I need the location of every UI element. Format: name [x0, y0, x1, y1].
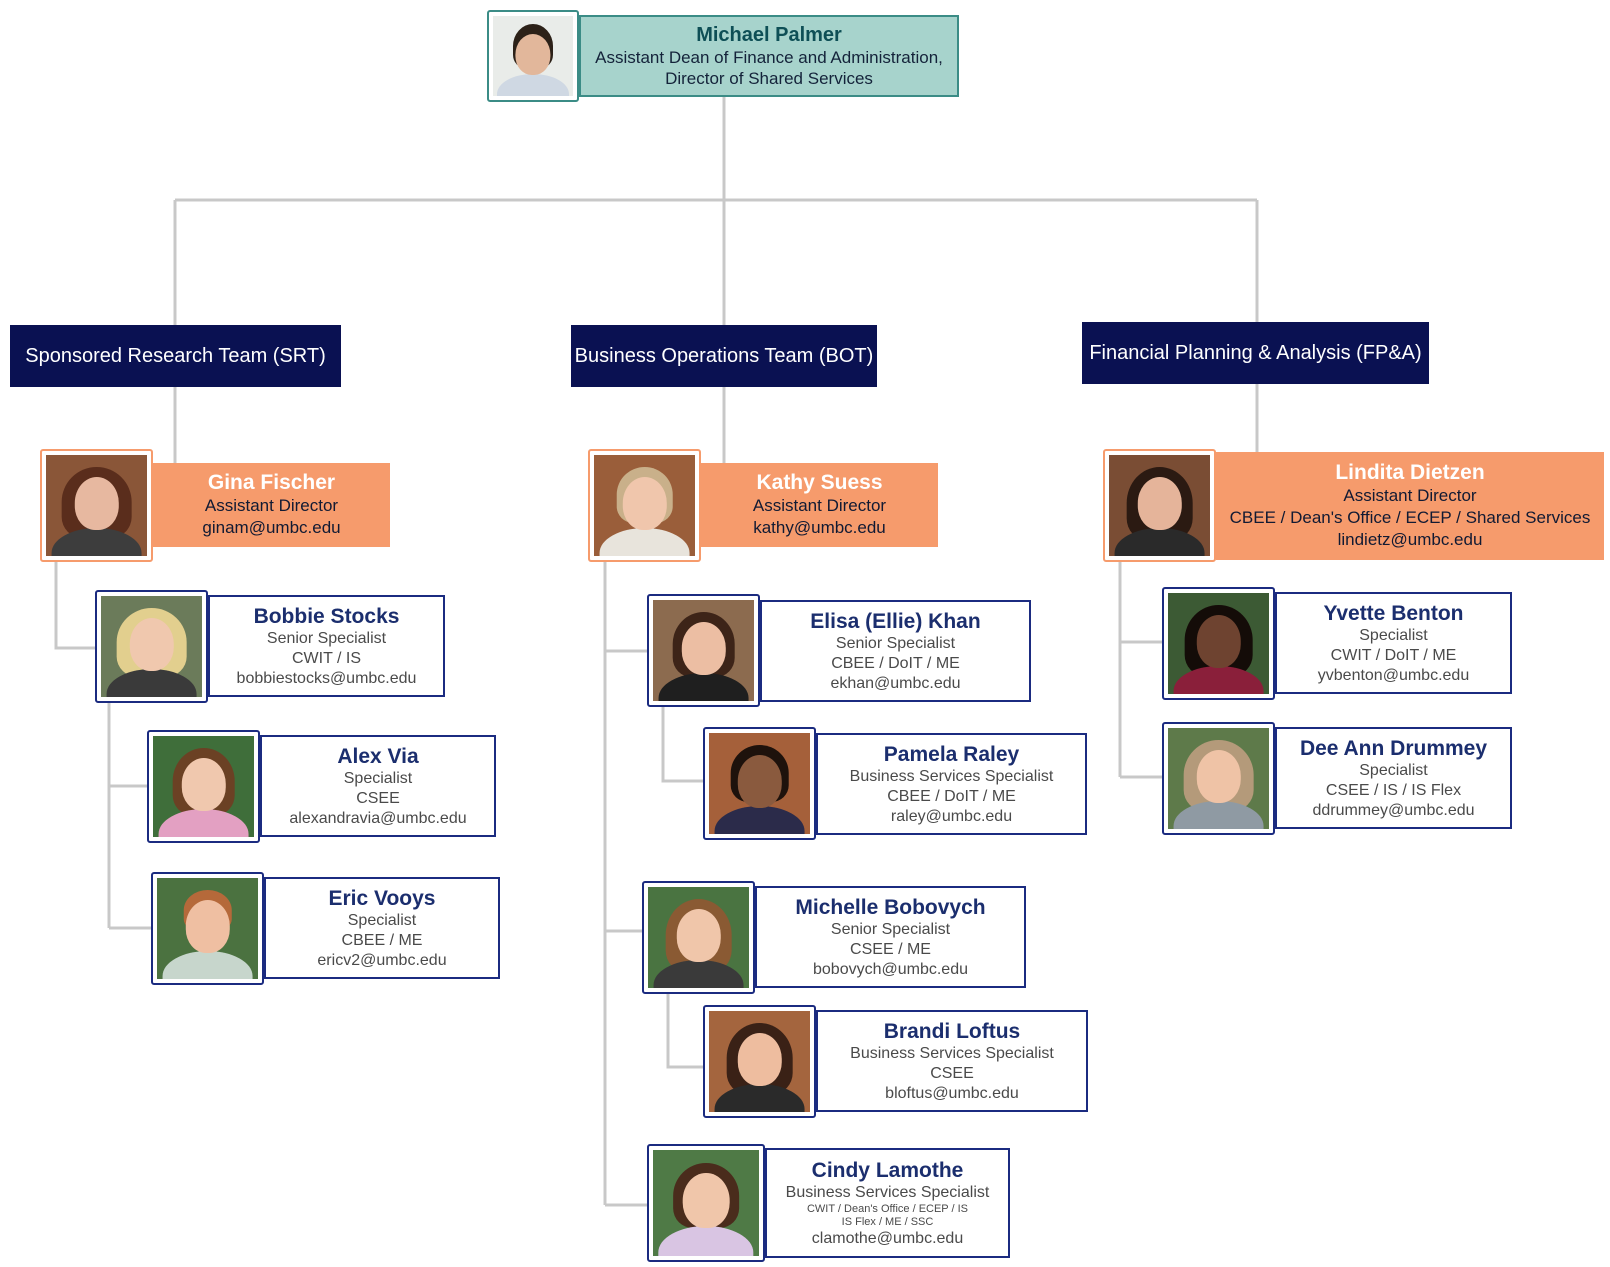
connector-elisa-to-pamela — [661, 706, 704, 783]
team-bot-header: Business Operations Team (BOT) — [571, 325, 877, 387]
michelle-bobovych-card: Michelle Bobovych Senior Specialist CSEE… — [755, 886, 1026, 988]
lindita-name: Lindita Dietzen — [1335, 461, 1485, 484]
lindita-dietzen-card: Lindita Dietzen Assistant Director CBEE … — [1216, 452, 1604, 560]
bobbie-email: bobbiestocks@umbc.edu — [236, 669, 417, 687]
team-srt-label: Sponsored Research Team (SRT) — [25, 344, 326, 367]
kathy-name: Kathy Suess — [756, 471, 883, 494]
head-name: Michael Palmer — [696, 24, 842, 46]
dee-ann-drummey-photo — [1162, 722, 1275, 835]
team-fpa-label: Financial Planning & Analysis (FP&A) — [1089, 341, 1422, 364]
alex-title: Specialist — [343, 769, 413, 787]
elisa-khan-photo — [647, 594, 760, 707]
michelle-title: Senior Specialist — [830, 920, 951, 938]
cindy-title: Business Services Specialist — [785, 1183, 990, 1201]
michelle-depts: CSEE / ME — [850, 940, 931, 958]
deeann-name: Dee Ann Drummey — [1299, 736, 1488, 760]
brandi-loftus-card: Brandi Loftus Business Services Speciali… — [816, 1010, 1088, 1112]
alex-depts: CSEE — [356, 789, 400, 807]
head-title-line1: Assistant Dean of Finance and Administra… — [595, 48, 943, 67]
cindy-depts-line1: CWIT / Dean's Office / ECEP / IS — [806, 1202, 969, 1215]
pamela-email: raley@umbc.edu — [890, 807, 1013, 825]
michael-palmer-photo — [487, 10, 579, 102]
bobbie-title: Senior Specialist — [266, 629, 387, 647]
head-title-line2: Director of Shared Services — [665, 69, 873, 88]
michelle-bobovych-photo — [642, 881, 755, 994]
kathy-email: kathy@umbc.edu — [753, 518, 886, 537]
eric-depts: CBEE / ME — [341, 931, 423, 949]
yvette-name: Yvette Benton — [1323, 601, 1464, 625]
connector-bobbie-reports — [107, 702, 152, 930]
connector-gina-to-bobbie — [54, 560, 96, 650]
lindita-dietzen-photo — [1103, 449, 1216, 562]
brandi-name: Brandi Loftus — [883, 1019, 1021, 1043]
elisa-depts: CBEE / DoIT / ME — [831, 654, 960, 672]
eric-email: ericv2@umbc.edu — [317, 951, 447, 969]
yvette-benton-photo — [1162, 587, 1275, 700]
kathy-suess-card: Kathy Suess Assistant Director kathy@umb… — [701, 463, 938, 547]
cindy-name: Cindy Lamothe — [811, 1158, 964, 1182]
team-srt-header: Sponsored Research Team (SRT) — [10, 325, 341, 387]
kathy-title: Assistant Director — [752, 496, 887, 515]
connector-head-to-teams — [173, 97, 1259, 325]
elisa-name: Elisa (Ellie) Khan — [810, 609, 981, 633]
cindy-lamothe-card: Cindy Lamothe Business Services Speciali… — [765, 1148, 1010, 1258]
eric-name: Eric Vooys — [328, 886, 436, 910]
cindy-lamothe-photo — [647, 1144, 765, 1262]
alex-via-photo — [147, 730, 260, 843]
team-fpa-header: Financial Planning & Analysis (FP&A) — [1082, 322, 1429, 384]
gina-name: Gina Fischer — [207, 471, 336, 494]
cindy-email: clamothe@umbc.edu — [811, 1229, 964, 1247]
head-card: Michael Palmer Assistant Dean of Finance… — [579, 15, 959, 97]
alex-via-card: Alex Via Specialist CSEE alexandravia@um… — [260, 735, 496, 837]
bobbie-depts: CWIT / IS — [291, 649, 362, 667]
bobbie-stocks-photo — [95, 590, 208, 703]
deeann-title: Specialist — [1359, 761, 1428, 779]
brandi-email: bloftus@umbc.edu — [885, 1084, 1019, 1102]
yvette-depts: CWIT / DoIT / ME — [1330, 646, 1457, 664]
connector-lindita-reports — [1118, 560, 1162, 779]
bobbie-name: Bobbie Stocks — [253, 604, 400, 628]
eric-vooys-photo — [151, 872, 264, 985]
pamela-depts: CBEE / DoIT / ME — [887, 787, 1016, 805]
lindita-email: lindietz@umbc.edu — [1337, 530, 1483, 549]
alex-name: Alex Via — [337, 744, 419, 768]
eric-vooys-card: Eric Vooys Specialist CBEE / ME ericv2@u… — [264, 877, 500, 979]
lindita-depts: CBEE / Dean's Office / ECEP / Shared Ser… — [1229, 508, 1591, 527]
alex-email: alexandravia@umbc.edu — [289, 809, 467, 827]
team-bot-label: Business Operations Team (BOT) — [574, 344, 874, 367]
gina-fischer-photo — [40, 449, 153, 562]
brandi-title: Business Services Specialist — [850, 1044, 1054, 1062]
kathy-suess-photo — [588, 449, 701, 562]
elisa-title: Senior Specialist — [835, 634, 956, 652]
yvette-title: Specialist — [1359, 626, 1428, 644]
yvette-email: yvbenton@umbc.edu — [1317, 666, 1470, 684]
gina-title: Assistant Director — [204, 496, 339, 515]
michelle-name: Michelle Bobovych — [795, 895, 986, 919]
elisa-email: ekhan@umbc.edu — [830, 674, 961, 692]
pamela-name: Pamela Raley — [883, 742, 1020, 766]
dee-ann-drummey-card: Dee Ann Drummey Specialist CSEE / IS / I… — [1275, 727, 1512, 829]
connector-michelle-to-brandi — [666, 986, 704, 1069]
deeann-email: ddrummey@umbc.edu — [1312, 801, 1475, 819]
gina-email: ginam@umbc.edu — [202, 518, 341, 537]
brandi-depts: CSEE — [930, 1064, 974, 1082]
eric-title: Specialist — [347, 911, 417, 929]
bobbie-stocks-card: Bobbie Stocks Senior Specialist CWIT / I… — [208, 595, 445, 697]
pamela-raley-card: Pamela Raley Business Services Specialis… — [816, 733, 1087, 835]
pamela-title: Business Services Specialist — [849, 767, 1054, 785]
yvette-benton-card: Yvette Benton Specialist CWIT / DoIT / M… — [1275, 592, 1512, 694]
elisa-khan-card: Elisa (Ellie) Khan Senior Specialist CBE… — [760, 600, 1031, 702]
deeann-depts: CSEE / IS / IS Flex — [1325, 781, 1462, 799]
cindy-depts-line2: IS Flex / ME / SSC — [841, 1215, 934, 1228]
lindita-title: Assistant Director — [1343, 486, 1477, 505]
pamela-raley-photo — [703, 727, 816, 840]
michelle-email: bobovych@umbc.edu — [813, 960, 968, 978]
brandi-loftus-photo — [703, 1005, 816, 1118]
gina-fischer-card: Gina Fischer Assistant Director ginam@um… — [153, 463, 390, 547]
